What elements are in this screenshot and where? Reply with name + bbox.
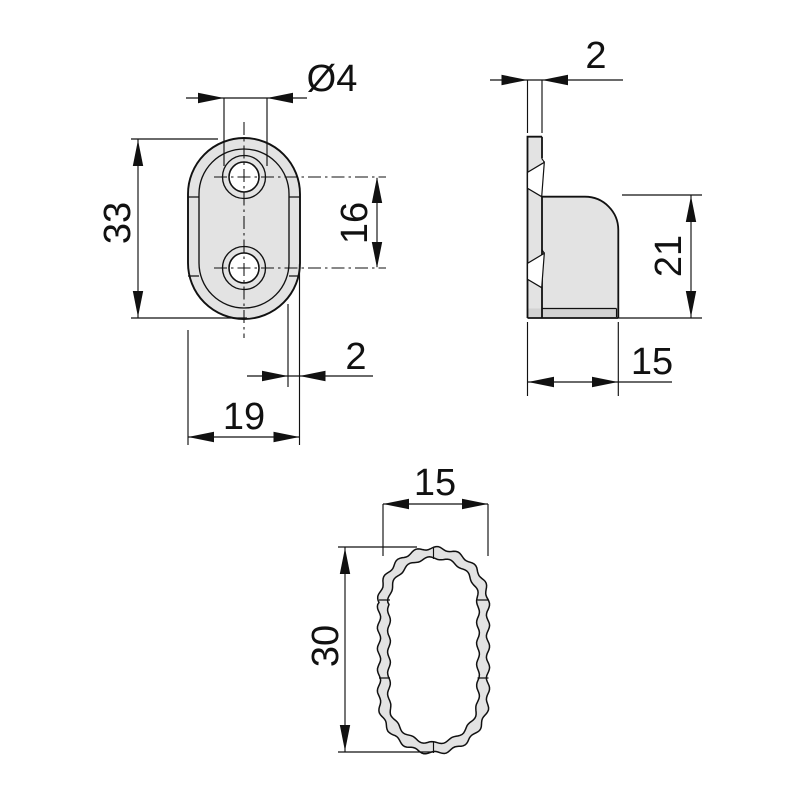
extension-lines	[526, 322, 619, 396]
side-support-block-fill	[542, 196, 619, 318]
extension-lines	[131, 138, 247, 319]
side-support-block-outline	[541, 195, 620, 318]
dim-label-support-height: 21	[648, 235, 690, 277]
dim-arrow	[462, 498, 488, 510]
front-view: Ø4 33 16 2 19	[97, 58, 386, 445]
countersink-bulge-edge	[541, 157, 545, 163]
side-plate-body	[527, 136, 542, 318]
dim-arrow	[501, 74, 528, 86]
dim-arrow	[198, 92, 224, 104]
dim-support-height: 21	[618, 194, 702, 319]
dim-arrow	[383, 498, 409, 510]
countersink-recess	[526, 161, 545, 198]
dim-label-plate-thickness: 2	[585, 35, 606, 77]
dim-arrow	[273, 431, 300, 443]
dim-arrow	[339, 725, 351, 751]
dim-label-support-depth: 15	[631, 341, 673, 383]
dim-arrow	[267, 92, 293, 104]
dim-arrow	[132, 291, 144, 317]
extension-lines	[618, 194, 702, 319]
dim-arrow	[132, 140, 144, 166]
dim-label-edge-offset: 2	[345, 336, 366, 378]
dim-arrow	[685, 196, 697, 222]
dim-arrow	[188, 431, 214, 443]
dim-arrow	[528, 376, 554, 388]
dim-arrow	[592, 376, 618, 388]
extension-lines	[338, 546, 434, 753]
dim-label-plate-width: 19	[223, 396, 265, 438]
dim-arrow	[371, 177, 383, 203]
dim-tube-width: 15	[382, 462, 489, 556]
front-contour-ticks	[188, 196, 300, 277]
side-plate-outline	[526, 135, 619, 319]
dim-arrow	[339, 548, 351, 574]
dim-label-hole-diameter: Ø4	[307, 58, 358, 100]
extension-lines	[287, 264, 301, 445]
dim-label-tube-height: 30	[305, 625, 347, 667]
dim-label-plate-height: 33	[97, 202, 139, 244]
dim-arrow	[299, 370, 326, 382]
dim-plate-height: 33	[97, 138, 247, 319]
dim-arrow	[685, 291, 697, 317]
side-view: 2 21 15	[490, 35, 702, 396]
dim-arrow	[542, 74, 568, 86]
dim-plate-width: 19	[187, 330, 300, 445]
dim-tube-height: 30	[305, 546, 434, 753]
dim-support-depth: 15	[526, 322, 673, 396]
side-lower-countersink	[526, 248, 545, 289]
rail-tube-wall	[376, 545, 491, 755]
extension-lines	[526, 80, 543, 133]
dim-plate-thickness: 2	[490, 35, 623, 133]
dim-arrow	[262, 370, 288, 382]
extension-lines	[223, 98, 268, 166]
dim-label-hole-spacing: 16	[334, 202, 376, 244]
dim-arrow	[371, 242, 383, 268]
side-inner-lines	[542, 307, 618, 317]
front-centerlines	[214, 122, 386, 338]
side-bottom-lip	[527, 308, 619, 318]
countersink-recess	[526, 252, 545, 289]
dim-edge-offset: 2	[247, 264, 373, 445]
tube-segment-ticks	[379, 548, 489, 753]
countersink-bulge-edge	[541, 248, 545, 254]
side-upper-countersink	[526, 157, 545, 198]
section-view: 15 30	[305, 462, 491, 755]
dim-hole-diameter: Ø4	[186, 58, 357, 166]
dim-hole-spacing: 16	[334, 177, 383, 268]
dim-label-tube-width: 15	[414, 462, 456, 504]
